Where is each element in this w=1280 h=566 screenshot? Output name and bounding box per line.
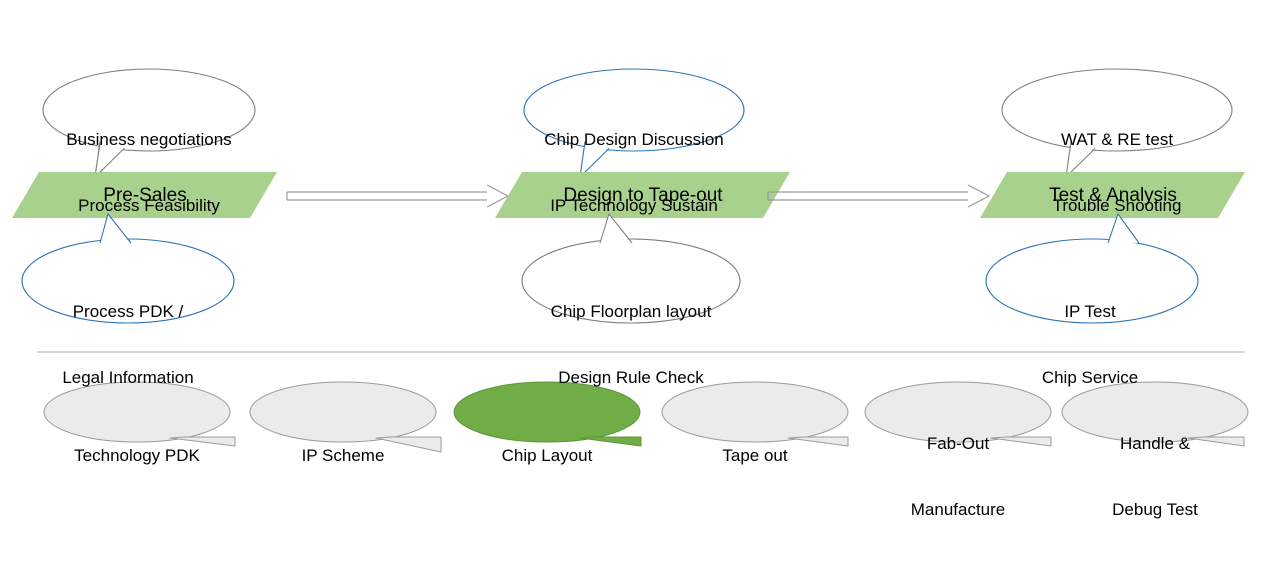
- bubble-test-top-shape: [1001, 68, 1233, 179]
- arrow-pre-sales-to-design-shape: [286, 184, 509, 208]
- bubble-design-bottom-shape: [521, 212, 741, 324]
- bubble-test-bottom-shape: [985, 212, 1199, 324]
- chip-handle-debug-test-shape[interactable]: [1061, 381, 1249, 447]
- stage-design-shape[interactable]: [495, 172, 790, 218]
- bubble-design-top-shape: [523, 68, 745, 179]
- diagram-canvas: Business negotiations Process Feasibilit…: [12, 68, 1249, 519]
- chip-technology-pdk-shape[interactable]: [43, 381, 236, 447]
- stage-test-shape[interactable]: [980, 172, 1245, 218]
- chip-ip-scheme-shape[interactable]: [249, 381, 442, 453]
- diagram-vector-layer: [12, 68, 1249, 453]
- chip-tape-out-shape[interactable]: [661, 381, 849, 447]
- chip-fab-out-manufacture-shape[interactable]: [864, 381, 1052, 447]
- arrow-design-to-test-shape: [767, 184, 990, 208]
- bubble-pre-sales-top-shape: [42, 68, 256, 179]
- chip-chip-layout-shape[interactable]: [453, 381, 642, 447]
- stage-pre-sales-shape[interactable]: [12, 172, 277, 218]
- bubble-pre-sales-bottom-shape: [21, 212, 235, 324]
